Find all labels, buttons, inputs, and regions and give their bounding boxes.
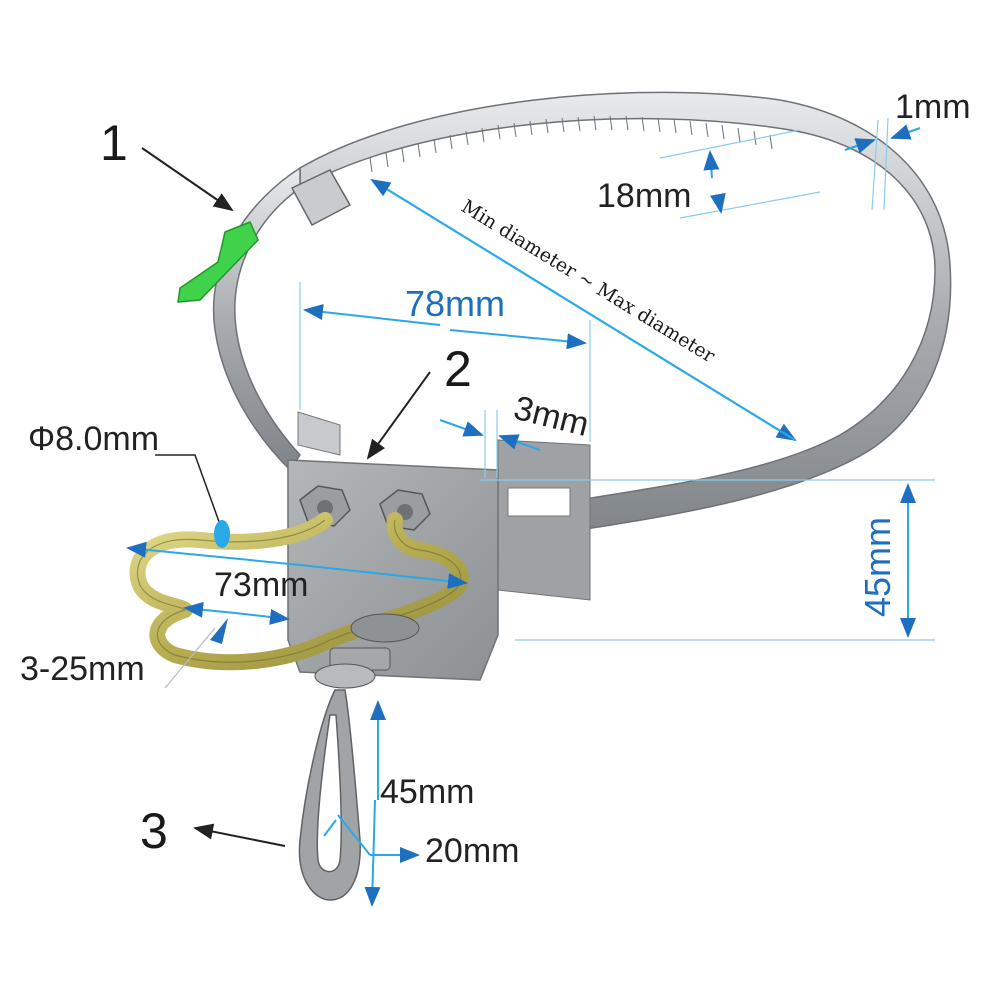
hook-span-label: 73mm [214,566,308,604]
callout-3-label: 3 [140,803,168,859]
link-eye [298,689,361,901]
dimension-lines [126,117,935,907]
callout-1-label: 1 [100,115,128,171]
band-thickness-label: 1mm [895,88,971,126]
callout-2-arrow [366,371,431,460]
link-length-label: 45mm [380,773,474,811]
hook-range-label: 3-25mm [20,650,145,688]
band-diameter-label: Min diameter ~ Max diameter [457,196,719,368]
band-serrations [369,115,773,173]
callout-3-arrow [193,823,286,847]
band-width-label: 18mm [597,177,691,215]
bolt-diameter-label: Φ8.0mm [28,420,159,458]
callout-1-arrow [141,147,234,212]
callout-2-label: 2 [444,341,472,397]
green-tag [177,221,259,303]
bracket-thickness-label: 3mm [510,389,593,444]
bracket-width-label: 78mm [405,283,505,324]
lower-bolt [314,613,420,689]
band-buckle [290,169,352,227]
nut-left [299,485,351,527]
link-width-label: 20mm [425,832,519,870]
bracket-height-label: 45mm [857,517,898,617]
